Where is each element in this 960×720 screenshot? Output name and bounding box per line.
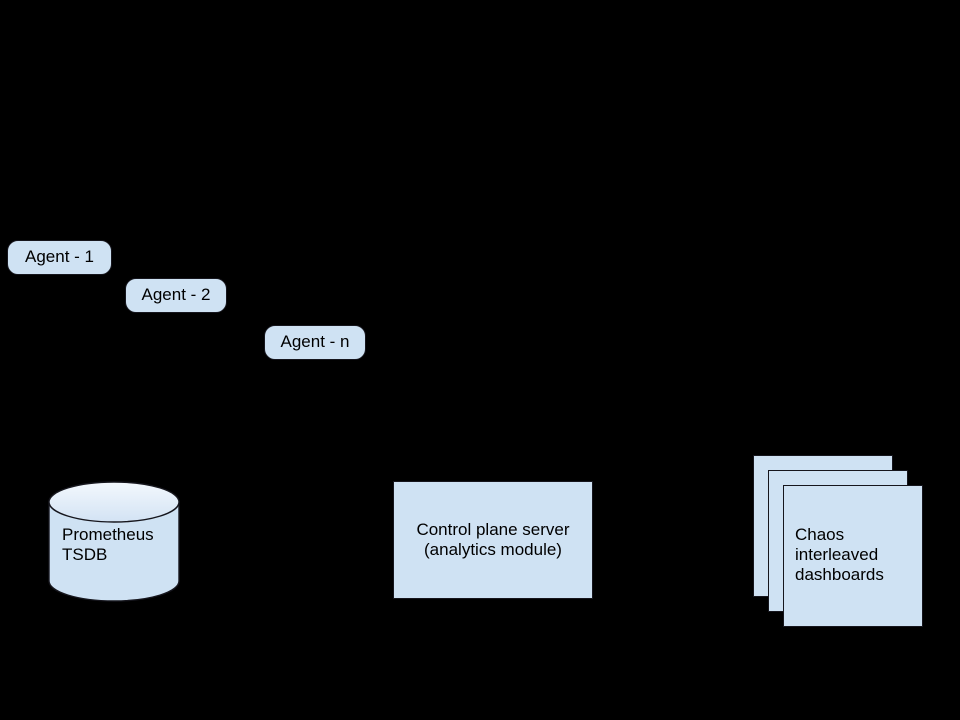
dashboard-card-front[interactable]: [783, 485, 923, 627]
prometheus-tsdb-label: Prometheus TSDB: [62, 525, 154, 565]
agent-node-2[interactable]: Agent - 2: [125, 278, 227, 313]
agent-node-n-label: Agent - n: [280, 332, 350, 352]
agent-node-2-label: Agent - 2: [141, 285, 211, 305]
agent-node-1[interactable]: Agent - 1: [7, 240, 112, 275]
chaos-dashboards-label: Chaos interleaved dashboards: [795, 525, 884, 585]
chaos-dashboards-node[interactable]: Chaos interleaved dashboards: [753, 455, 925, 629]
cylinder-shape: [48, 481, 180, 602]
control-plane-server-node[interactable]: Control plane server (analytics module): [393, 481, 593, 599]
prometheus-tsdb-node[interactable]: Prometheus TSDB: [48, 481, 180, 602]
agent-node-n[interactable]: Agent - n: [264, 325, 366, 360]
agent-node-1-label: Agent - 1: [25, 247, 94, 267]
control-plane-server-label: Control plane server (analytics module): [416, 519, 570, 559]
